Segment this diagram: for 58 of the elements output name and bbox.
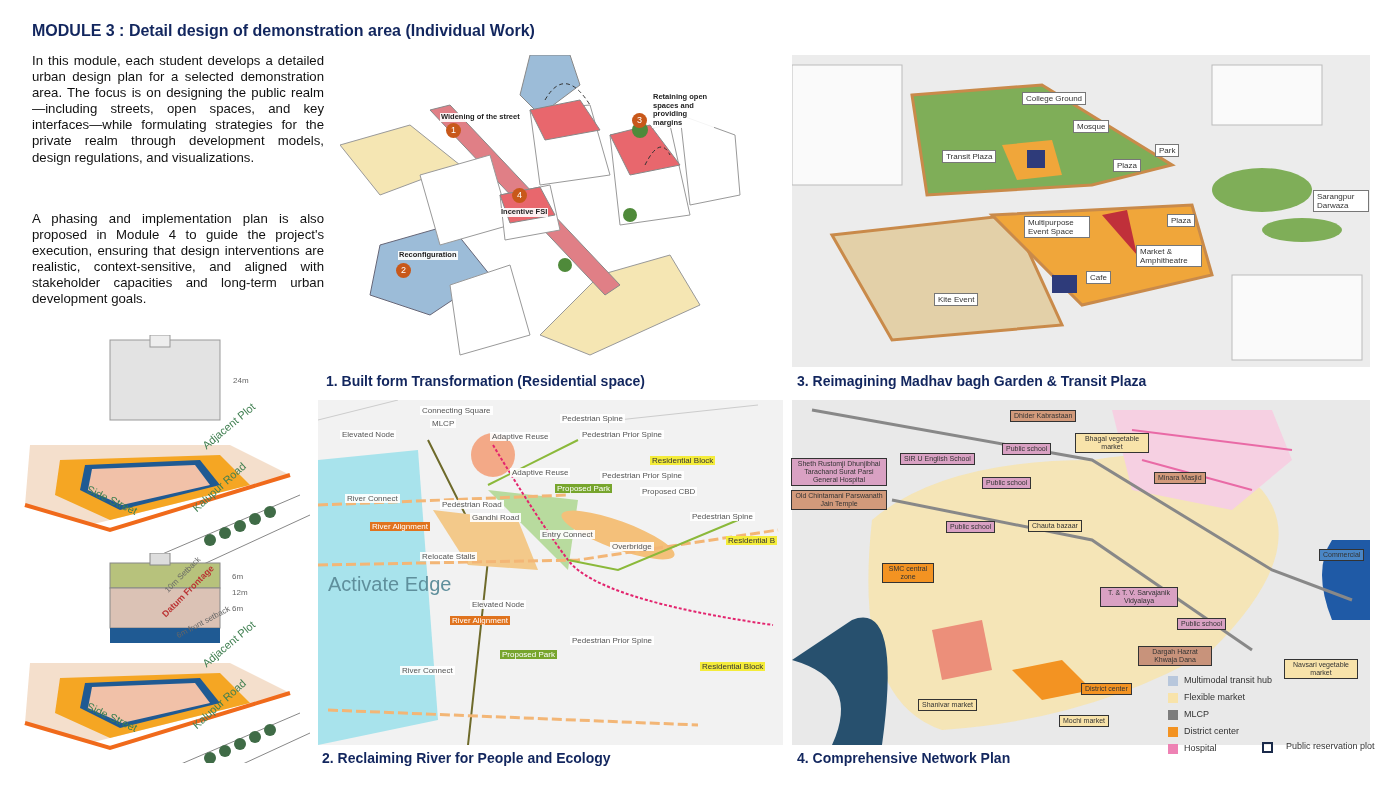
dimension-label: 12m (232, 588, 248, 598)
dimension-label: 6m (232, 604, 244, 614)
map-label: MLCP (430, 419, 457, 429)
panel-caption: 4. Comprehensive Network Plan (797, 750, 1011, 767)
legend-label: Public reservation plot (1286, 741, 1375, 751)
map-label: Pedestrian Road (440, 500, 504, 510)
map-label: Adaptive Reuse (490, 432, 551, 442)
map-label: Proposed CBD (640, 487, 698, 497)
map-label: Pedestrian Spine (560, 414, 625, 424)
street-label: Side Street (84, 700, 140, 735)
panel-caption: 1. Built form Transformation (Residential space) (326, 373, 645, 390)
map-label: Pedestrian Prior Spine (580, 430, 665, 440)
map-label: Proposed Park (555, 484, 612, 494)
legend-label: MLCP (1184, 709, 1209, 719)
map-label: River Alignment (370, 522, 431, 532)
map-label: Pedestrian Prior Spine (600, 471, 685, 481)
place-label: Transit Plaza (942, 150, 997, 164)
map-label: Proposed Park (500, 650, 557, 660)
place-label: Cafe (1086, 271, 1111, 285)
map-label: Gandhi Road (470, 513, 522, 523)
place-label: Plaza (1113, 159, 1141, 173)
place-label: Market & Amphitheatre (1136, 245, 1202, 268)
body-text: A phasing and implementation plan is also proposed in Module 4 to guide the project's execution, ensuring that design interventions are realistic, context-sensitive, and aligned with stakeholder capacities and long-term urban development goals. (32, 211, 324, 308)
panel-caption: 3. Reimagining Madhav bagh Garden & Transit Plaza (797, 373, 1147, 390)
place-label: Kite Event (934, 293, 979, 307)
map-label: Pedestrian Spine (690, 512, 755, 522)
map-label: Adaptive Reuse (510, 468, 571, 478)
place-label: Sarangpur Darwaza (1313, 190, 1369, 213)
map-label: Residential Block (650, 456, 716, 466)
dimension-label: 6m (232, 572, 244, 582)
map-label: Relocate Stalls (420, 552, 478, 562)
legend-label: Flexible market (1184, 692, 1246, 702)
place-label: Multipurpose Event Space (1024, 216, 1090, 239)
map-label: Connecting Square (420, 406, 493, 416)
place-label: College Ground (1022, 92, 1087, 106)
map-label: River Connect (345, 494, 400, 504)
body-text: In this module, each student develops a detailed urban design plan for a selected demonstration area. The focus is on designing the public realm—including streets, open spaces, and key interfaces—while formulating strategies for the private realm through development models, design regulations, and visualizations. (32, 53, 324, 166)
callout-number: 3 (632, 113, 647, 128)
legend-label: District center (1184, 726, 1239, 736)
map-label: River Alignment (450, 616, 511, 626)
dimension-label: 24m (233, 376, 249, 386)
map-label: Residential Block (700, 662, 766, 672)
panel-caption: 2. Reclaiming River for People and Ecology (322, 750, 611, 767)
street-label: Side Street (84, 483, 140, 518)
place-label: Park (1155, 144, 1180, 158)
map-label: Overbridge (610, 542, 654, 552)
map-label: Activate Edge (328, 573, 452, 596)
map-label: Residential B (726, 536, 778, 546)
legend-label: Hospital (1184, 743, 1217, 753)
page-title: MODULE 3 : Detail design of demonstration area (Individual Work) (32, 22, 535, 41)
place-label: Plaza (1167, 214, 1195, 228)
map-label: River Connect (400, 666, 455, 676)
place-label: Mosque (1073, 120, 1110, 134)
map-label: Elevated Node (340, 430, 397, 440)
map-label: Pedestrian Prior Spine (570, 636, 655, 646)
map-label: Entry Connect (540, 530, 595, 540)
legend-label: Multimodal transit hub (1184, 675, 1273, 685)
map-label: Elevated Node (470, 600, 527, 610)
